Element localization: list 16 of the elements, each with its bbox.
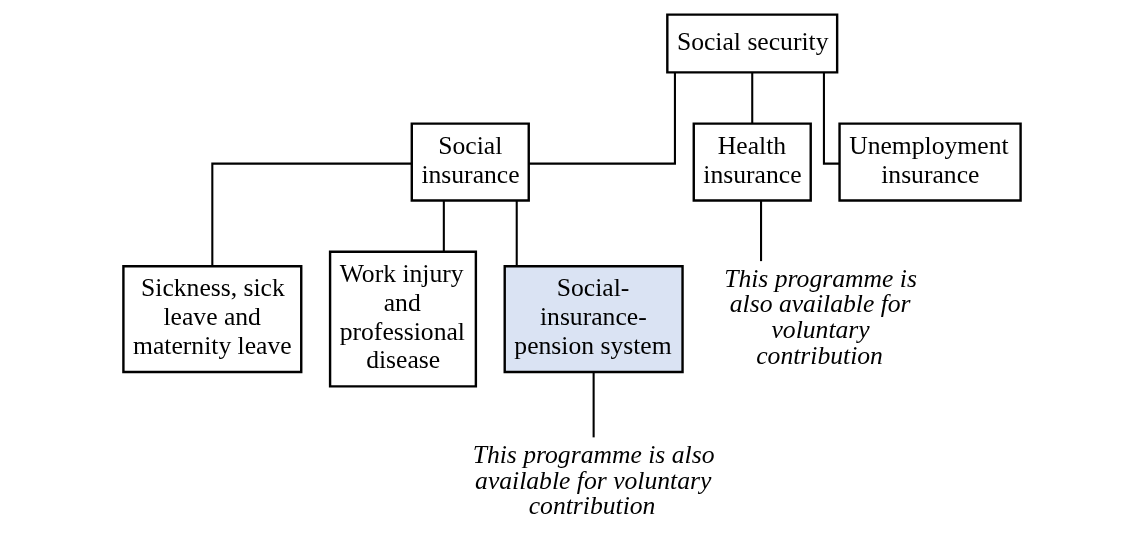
- node-text: This programme is also available for voluntary contribution: [724, 263, 917, 370]
- node-box: Unemployment insurance: [838, 122, 1022, 202]
- connector: [515, 200, 518, 266]
- node-box: Social security: [666, 13, 839, 74]
- connector: [751, 72, 754, 124]
- node-box: Sickness, sick leave and maternity leave: [122, 265, 303, 374]
- connector: [760, 200, 763, 262]
- node-box: Work injury and professional disease: [328, 250, 478, 388]
- connector: [442, 200, 445, 252]
- connector: [528, 72, 676, 165]
- node-box: Social-insurance-pension system: [503, 265, 684, 374]
- node-box: Health insurance: [692, 122, 812, 202]
- node-text: This programme is also available for voluntary contribution: [472, 439, 715, 521]
- node-box: Social insurance: [410, 122, 530, 202]
- connector: [592, 372, 595, 438]
- connector: [211, 162, 412, 266]
